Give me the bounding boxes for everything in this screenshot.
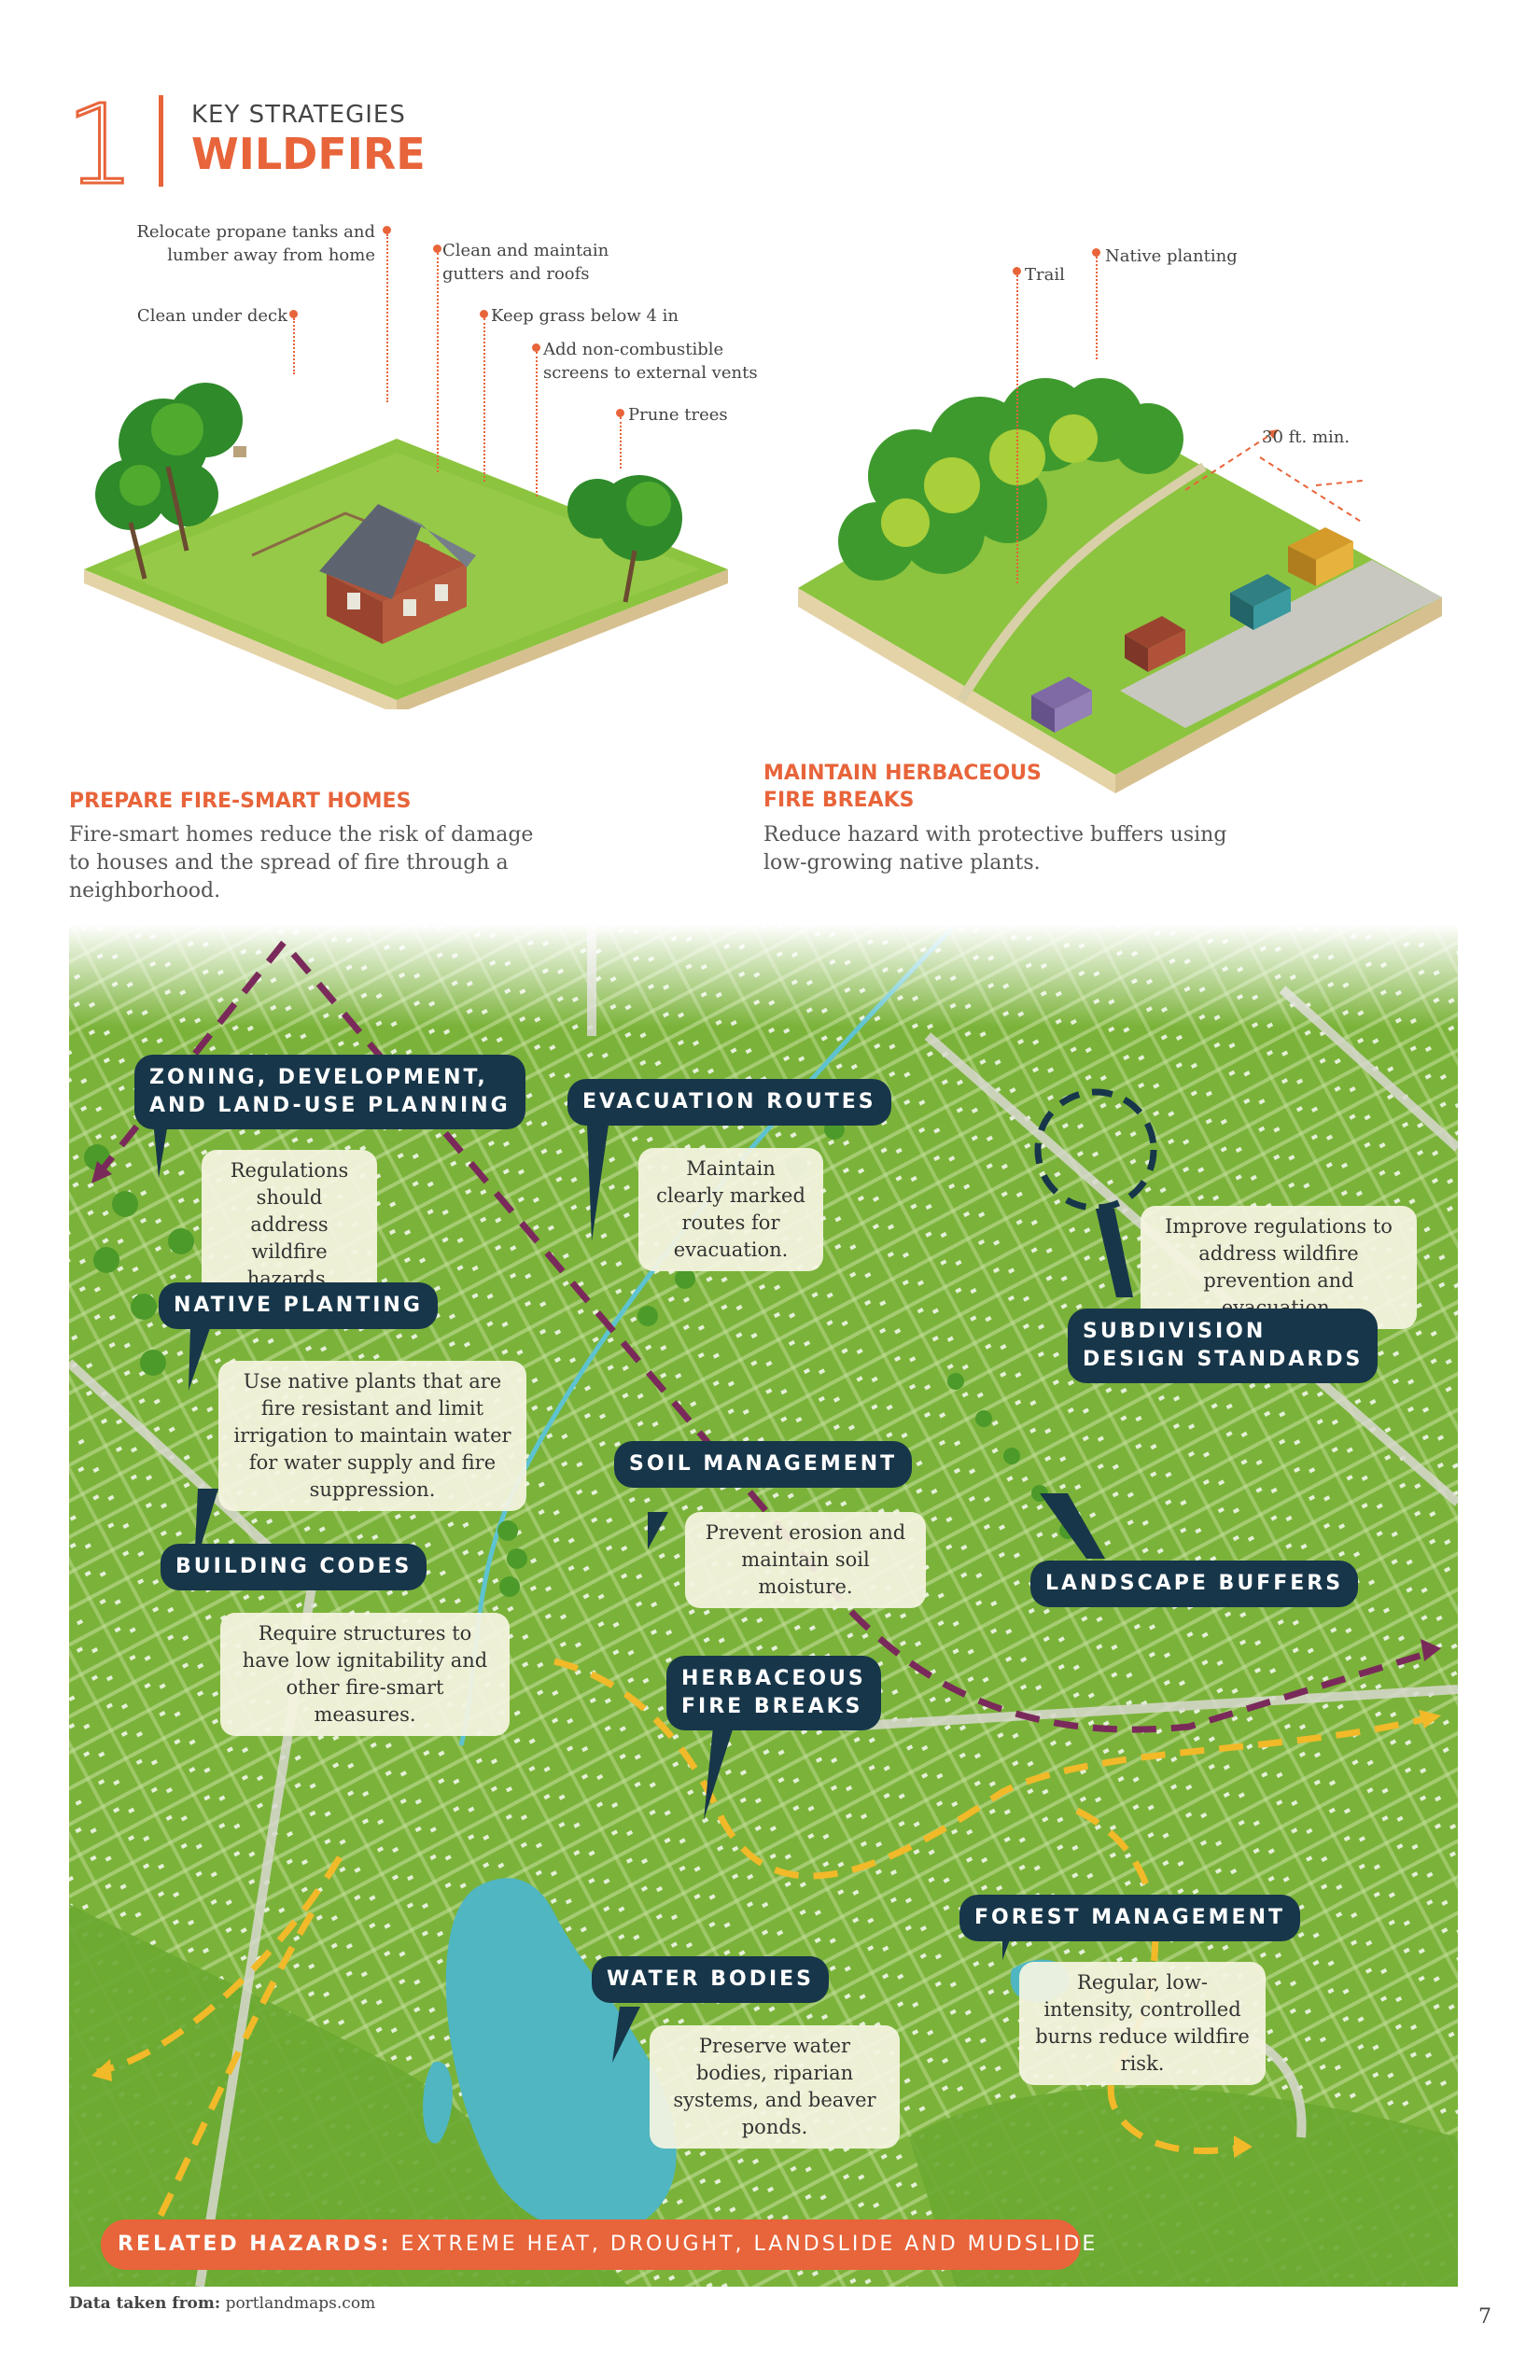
strategy-label-herbaceous-fire-breaks: HERBACEOUS FIRE BREAKS (666, 1656, 881, 1730)
callout-leader (483, 318, 486, 482)
fire-smart-home-illustration (84, 383, 728, 709)
heading-line: FIRE BREAKS (763, 789, 915, 812)
callout-native-planting: Native planting (1105, 246, 1238, 266)
callout-pin (289, 310, 298, 318)
strategy-desc-water-bodies: Preserve water bodies, riparian systems,… (650, 2025, 900, 2149)
section-number: 1 (63, 80, 136, 209)
label-line: SUBDIVISION (1083, 1320, 1267, 1343)
strategy-desc-native-planting: Use native plants that are fire resistan… (218, 1361, 526, 1511)
related-hazards-prefix: RELATED HAZARDS: (118, 2233, 392, 2256)
header-divider (159, 95, 163, 187)
fire-breaks-heading: MAINTAIN HERBACEOUS FIRE BREAKS (763, 760, 1042, 814)
callout-leader (1016, 275, 1019, 583)
callout-leader (437, 253, 440, 472)
label-line: FIRE BREAKS (681, 1695, 863, 1718)
fire-breaks-description: Reduce hazard with protective buffers us… (763, 823, 1227, 875)
related-hazards-bar: RELATED HAZARDS: EXTREME HEAT, DROUGHT, … (101, 2219, 1095, 2270)
label-line: ZONING, DEVELOPMENT, (149, 1066, 488, 1089)
label-line: DESIGN STANDARDS (1083, 1348, 1364, 1371)
strategy-label-forest-management: FOREST MANAGEMENT (959, 1895, 1300, 1941)
label-line: HERBACEOUS (681, 1667, 866, 1690)
strategy-label-landscape-buffers: LANDSCAPE BUFFERS (1030, 1561, 1359, 1607)
callout-leader (536, 352, 539, 497)
callout-pin (532, 343, 540, 352)
callout-pin (616, 409, 624, 417)
callout-leader (1096, 257, 1099, 359)
callout-relocate-propane: Relocate propane tanks and lumber away f… (136, 222, 375, 265)
callout-30ft-min: 30 ft. min. (1262, 427, 1351, 447)
heading-line: MAINTAIN HERBACEOUS (763, 762, 1042, 785)
strategy-label-building-codes: BUILDING CODES (161, 1544, 427, 1590)
strategy-label-evacuation-routes: EVACUATION ROUTES (567, 1079, 891, 1126)
data-source: Data taken from: portlandmaps.com (69, 2294, 375, 2313)
label-line: AND LAND-USE PLANNING (149, 1094, 511, 1117)
callout-pin (480, 310, 488, 318)
fire-smart-description: Fire-smart homes reduce the risk of dama… (69, 823, 534, 903)
strategy-desc-building-codes: Require structures to have low ignitabil… (220, 1613, 510, 1736)
strategy-map: ZONING, DEVELOPMENT, AND LAND-USE PLANNI… (69, 924, 1458, 2287)
strategy-label-water-bodies: WATER BODIES (592, 1956, 830, 2003)
callout-prune-trees: Prune trees (628, 405, 728, 425)
section-kicker: KEY STRATEGIES (191, 101, 406, 129)
callout-gutters: Clean and maintain gutters and roofs (442, 241, 609, 284)
related-hazards-list: EXTREME HEAT, DROUGHT, LANDSLIDE AND MUD… (400, 2233, 1099, 2256)
callout-pin (1092, 248, 1100, 257)
strategy-label-native-planting: NATIVE PLANTING (159, 1282, 438, 1329)
strategy-label-subdivision: SUBDIVISION DESIGN STANDARDS (1068, 1309, 1379, 1383)
data-source-link: portlandmaps.com (225, 2294, 376, 2313)
strategy-label-soil-management: SOIL MANAGEMENT (614, 1441, 913, 1488)
strategy-desc-soil-management: Prevent erosion and maintain soil moistu… (685, 1512, 926, 1608)
callout-leader (386, 234, 389, 402)
section-title: WILDFIRE (191, 129, 426, 179)
callout-leader (293, 318, 296, 374)
callout-pin (1013, 267, 1021, 275)
strategy-desc-zoning: Regulations should address wildfire haza… (202, 1150, 377, 1300)
callout-clean-under-deck: Clean under deck (136, 306, 287, 326)
page-number: 7 (1478, 2305, 1491, 2329)
fire-breaks-illustration (798, 378, 1442, 793)
callout-pin (383, 226, 391, 234)
fire-smart-heading: PREPARE FIRE-SMART HOMES (69, 790, 412, 813)
callout-vent-screens: Add non-combustible screens to external … (543, 340, 758, 383)
strategy-label-zoning: ZONING, DEVELOPMENT, AND LAND-USE PLANNI… (134, 1055, 525, 1129)
callout-pin (433, 245, 441, 253)
callout-trail: Trail (1025, 265, 1065, 285)
strategy-desc-forest-management: Regular, low-intensity, controlled burns… (1019, 1962, 1266, 2085)
callout-keep-grass: Keep grass below 4 in (491, 306, 679, 326)
data-source-label: Data taken from: (69, 2294, 221, 2313)
callout-leader (620, 417, 623, 469)
strategy-desc-evacuation-routes: Maintain clearly marked routes for evacu… (638, 1148, 823, 1271)
